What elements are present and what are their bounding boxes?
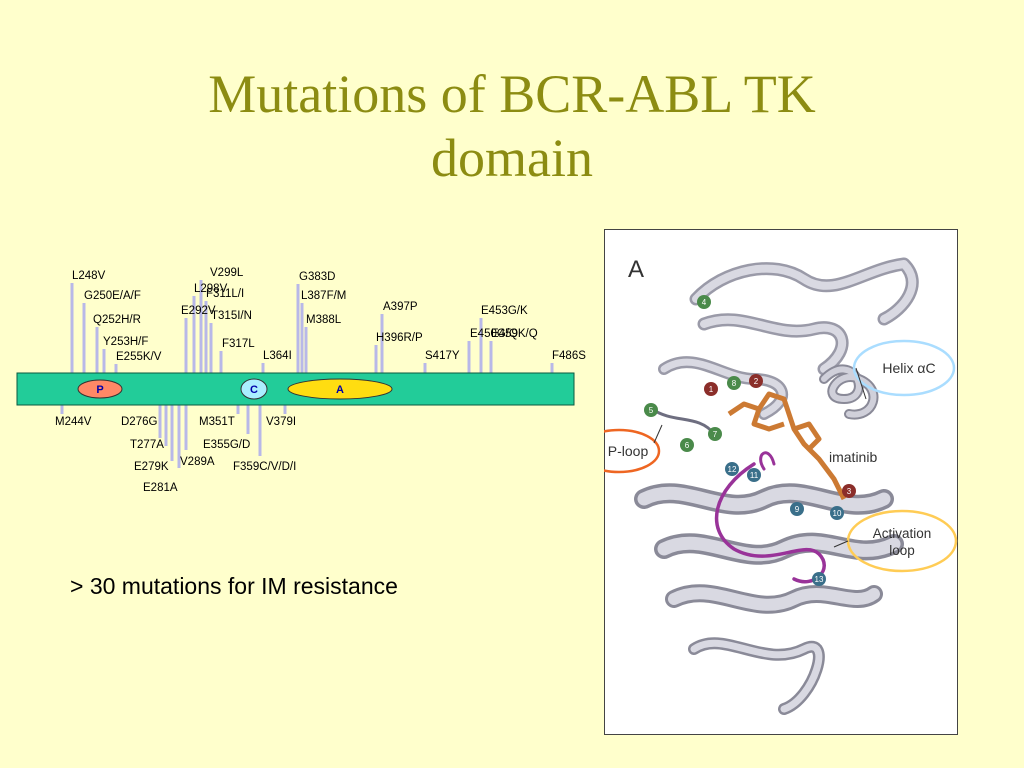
- mutation-label-above: L248V: [72, 270, 106, 282]
- residue-marker-9: 9: [795, 505, 800, 514]
- mutation-label-above: L364I: [263, 350, 292, 362]
- mutation-label-above: E450G/Q: [470, 328, 518, 340]
- mutation-label-above: H396R/P: [376, 332, 423, 344]
- mutation-labels: L248V G250E/A/F Q252H/R Y253H/F E255K/V L298V…: [55, 267, 586, 494]
- mutation-label-below: D276G: [121, 416, 157, 428]
- activation-loop-region-label: A: [336, 384, 344, 396]
- helix-ac-label: Helix αC: [882, 360, 935, 376]
- mutation-label-above: E292V: [181, 305, 216, 317]
- mutation-label-above: T315I/N: [211, 310, 252, 322]
- mutation-label-above: M388L: [306, 314, 342, 326]
- residue-marker-11: 11: [750, 471, 759, 480]
- mutation-label-below: T277A: [130, 439, 164, 451]
- mutation-label-above: Y253H/F: [103, 336, 148, 348]
- residue-marker-12: 12: [728, 465, 737, 474]
- residue-marker-3: 3: [847, 487, 852, 496]
- residue-marker-8: 8: [732, 379, 737, 388]
- imatinib-molecule: [727, 391, 847, 501]
- c-region: [240, 378, 268, 400]
- protein-structure-figure: A imatinib Helix αC: [604, 229, 958, 735]
- mutation-label-below: F359C/V/D/I: [233, 461, 296, 473]
- mutation-ticks: [60, 280, 554, 468]
- mutation-label-above: E459K/Q: [491, 328, 538, 340]
- mutation-label-above: V299L: [210, 267, 244, 279]
- mutation-label-below: E281A: [143, 482, 178, 494]
- mutation-label-below: V379I: [266, 416, 296, 428]
- residue-marker-1: 1: [709, 385, 714, 394]
- mutation-label-above: A397P: [383, 301, 418, 313]
- mutation-label-above: F311L/I: [206, 288, 244, 300]
- p-loop-callout: P-loop: [604, 424, 663, 474]
- panel-label: A: [628, 256, 644, 283]
- p-loop-callout-label: P-loop: [608, 443, 649, 459]
- mutation-label-below: E355G/D: [203, 439, 250, 451]
- title-line-1: Mutations of BCR-ABL TK: [208, 64, 816, 124]
- mutation-label-above: Q252H/R: [93, 314, 141, 326]
- mutation-label-above: E453G/K: [481, 305, 528, 317]
- activation-loop-callout-label-2: loop: [889, 543, 915, 558]
- c-region-label: C: [250, 384, 258, 396]
- mutation-label-below: M351T: [199, 416, 235, 428]
- mutation-label-above: E255K/V: [116, 351, 162, 363]
- mutation-label-below: E279K: [134, 461, 169, 473]
- mutation-label-above: L387F/M: [301, 290, 346, 302]
- mutation-label-above: L298V: [194, 283, 228, 295]
- imatinib-label: imatinib: [829, 449, 877, 465]
- mutation-label-above: G383D: [299, 271, 335, 283]
- residue-marker-10: 10: [833, 509, 842, 518]
- title-line-2: domain: [431, 128, 593, 188]
- residue-marker-6: 6: [685, 441, 690, 450]
- residue-marker-5: 5: [649, 406, 654, 415]
- mutation-label-below: V289A: [180, 456, 215, 468]
- mutation-label-above: G250E/A/F: [84, 290, 141, 302]
- residue-markers: 1 2 3 4 5 6 7 8 9 10 11 12 13: [644, 295, 856, 586]
- p-loop-label: P: [96, 384, 103, 396]
- protein-ribbon: [634, 257, 919, 715]
- mutation-label-above: S417Y: [425, 350, 460, 362]
- activation-loop-callout-label-1: Activation: [873, 526, 932, 541]
- activation-loop-region: [287, 378, 393, 400]
- activation-loop-callout: Activation loop: [833, 509, 958, 573]
- mutation-count-note: > 30 mutations for IM resistance: [70, 573, 398, 599]
- residue-marker-2: 2: [754, 377, 759, 386]
- residue-marker-7: 7: [713, 430, 718, 439]
- mutation-domain-diagram: P C A L248V G250E/A/F Q252H/R Y253H/F E255K/…: [16, 267, 586, 494]
- mutation-label-above: F317L: [222, 338, 255, 350]
- p-loop-region: [77, 379, 123, 399]
- residue-marker-13: 13: [815, 575, 824, 584]
- mutation-label-above: F486S: [552, 350, 586, 362]
- helix-ac-callout: Helix αC: [852, 339, 956, 400]
- slide-title: Mutations of BCR-ABL TK domain: [0, 62, 1024, 190]
- residue-marker-4: 4: [702, 298, 707, 307]
- mutation-label-below: M244V: [55, 416, 92, 428]
